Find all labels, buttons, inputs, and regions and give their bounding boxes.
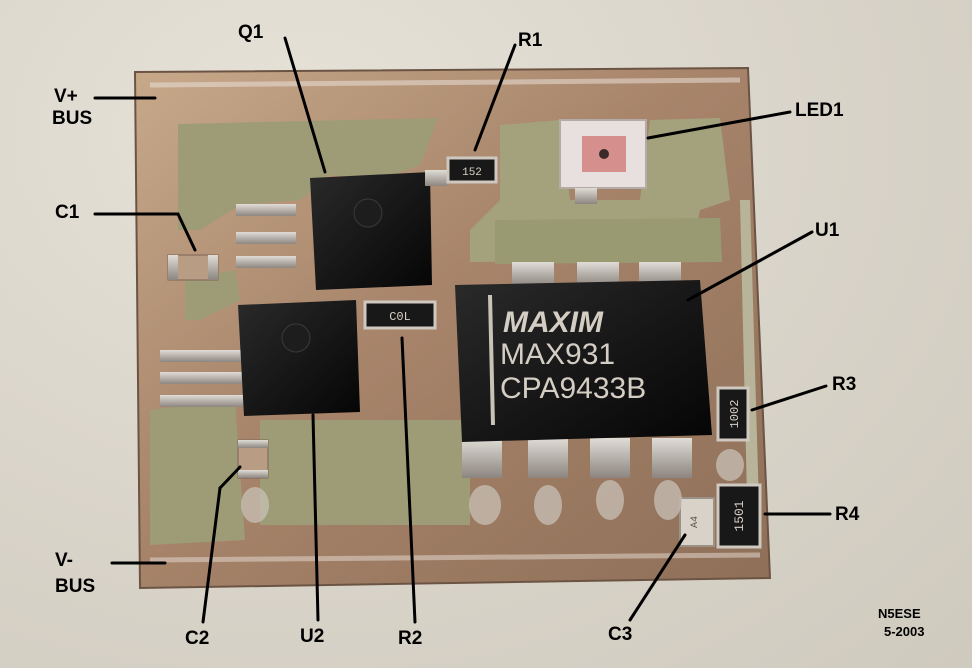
- label-c3: C3: [608, 624, 633, 645]
- u1-brand: MAXIM: [503, 306, 604, 339]
- leader-led1: [646, 110, 792, 140]
- callout-lines: [93, 36, 832, 624]
- leader-r1: [473, 43, 517, 152]
- leader-q1: [283, 36, 327, 174]
- leader-c2-a: [201, 486, 222, 624]
- substrate-region-bottom-left: [150, 400, 245, 545]
- leader-u2: [311, 413, 320, 622]
- leader-c2-b: [218, 465, 242, 490]
- credit-callsign: N5ESE: [878, 606, 921, 621]
- c1-capacitor: [167, 254, 219, 281]
- leader-c3: [628, 533, 687, 622]
- r3-resistor: 1002: [716, 386, 750, 442]
- label-q1: Q1: [238, 22, 264, 43]
- label-r3: R3: [832, 374, 857, 395]
- u2-transistor: [160, 300, 360, 416]
- q1-transistor: [236, 170, 447, 290]
- leader-c1-d: [176, 212, 197, 252]
- u1-chip: MAXIM MAX931 CPA9433B: [455, 280, 712, 442]
- u1-lot: CPA9433B: [500, 372, 646, 405]
- r4-resistor: 1501: [716, 483, 762, 549]
- label-c1: C1: [55, 202, 80, 223]
- u1-pins-bottom: [462, 438, 692, 478]
- substrate-region-bottom: [260, 420, 470, 525]
- r3-code: 1002: [728, 400, 742, 429]
- label-r1: R1: [518, 30, 543, 51]
- led1-diode: [559, 119, 647, 204]
- label-vminus: V-: [55, 550, 73, 571]
- substrate-channel: [495, 218, 722, 264]
- substrate-region-top: [178, 118, 438, 230]
- leader-r2: [400, 336, 417, 624]
- substrate-region-mid: [185, 270, 240, 320]
- label-u1: U1: [815, 220, 840, 241]
- r2-code: C0L: [389, 310, 411, 324]
- substrate-strip-right: [740, 200, 760, 540]
- c2-capacitor: [237, 439, 269, 479]
- leader-u1: [686, 230, 814, 302]
- c3-capacitor: A4: [679, 497, 715, 547]
- u1-part: MAX931: [500, 338, 615, 371]
- label-r2: R2: [398, 628, 423, 649]
- solder-blobs: [241, 449, 744, 525]
- r1-resistor: 152: [446, 156, 498, 184]
- r4-code: 1501: [732, 500, 747, 531]
- label-vplus: V+: [54, 86, 78, 107]
- r2-resistor: C0L: [363, 300, 437, 330]
- label-u2: U2: [300, 626, 325, 647]
- label-vminus-bus: BUS: [55, 576, 96, 597]
- label-vplus-bus: BUS: [52, 108, 93, 129]
- r1-code: 152: [462, 167, 482, 179]
- credit-date: 5-2003: [884, 624, 925, 639]
- leader-r3: [750, 384, 828, 412]
- label-c2: C2: [185, 628, 210, 649]
- label-r4: R4: [835, 504, 860, 525]
- label-led1: LED1: [795, 100, 844, 121]
- c3-code: A4: [690, 516, 701, 528]
